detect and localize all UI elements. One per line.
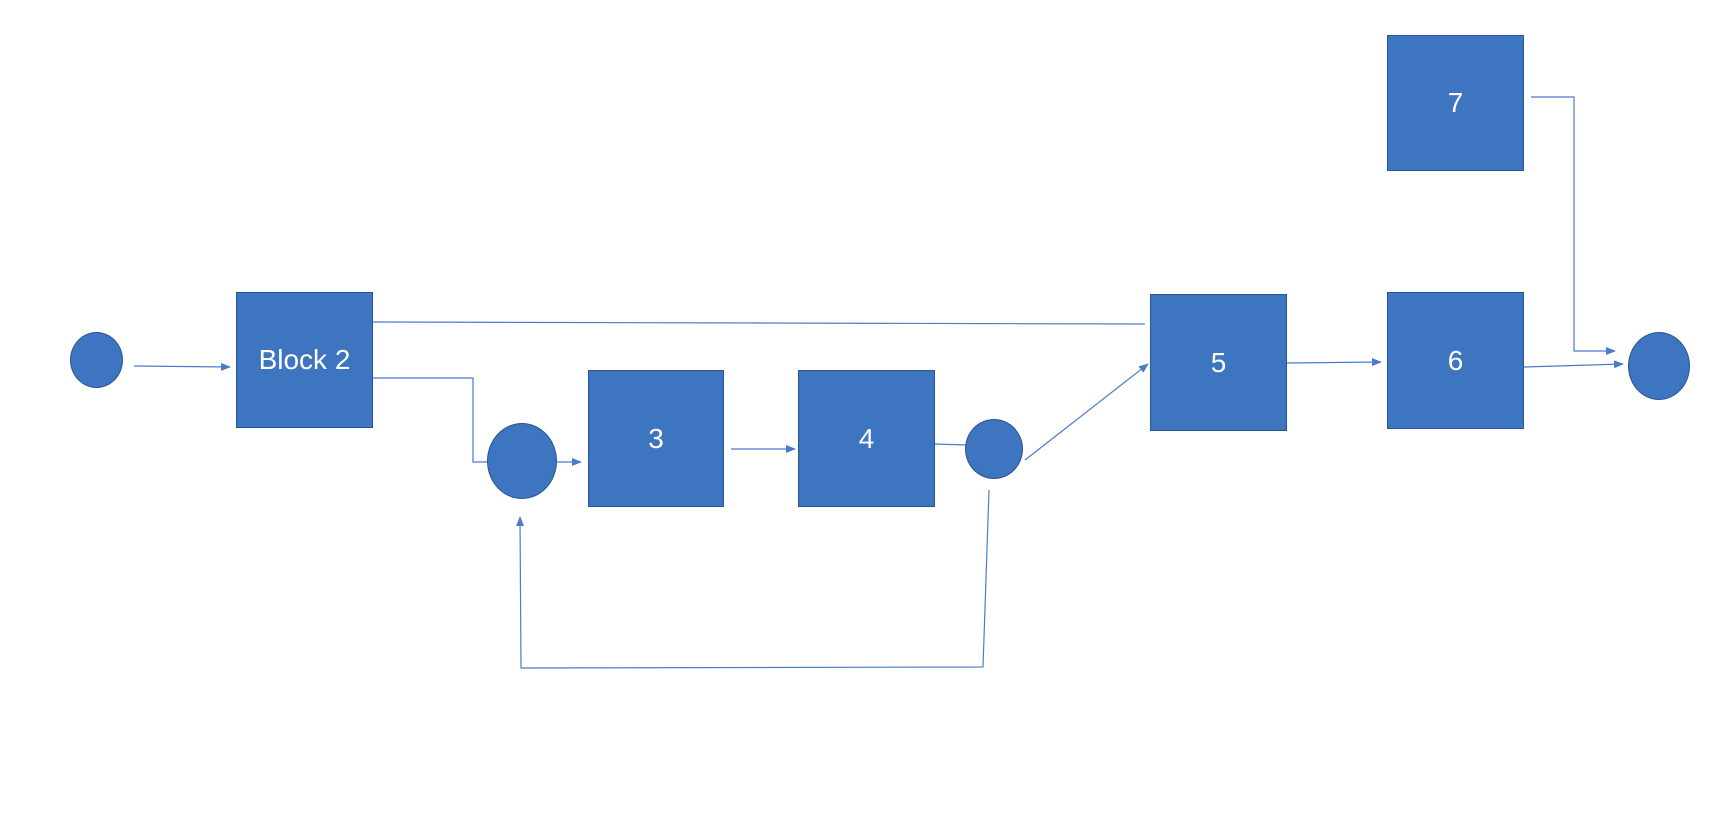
- wire-block4-to-branch-node: [934, 443, 968, 446]
- wire-block2-to-sum-node: [373, 377, 489, 463]
- block-2[interactable]: Block 2: [236, 292, 373, 428]
- wire-input-to-block2: [133, 362, 231, 371]
- wire-block2-to-block5: [372, 321, 1146, 325]
- branch-node[interactable]: [965, 419, 1023, 479]
- block-5[interactable]: 5: [1150, 294, 1287, 431]
- wire-block6-to-output-node: [1523, 360, 1624, 369]
- output-node[interactable]: [1628, 332, 1690, 400]
- wire-branch-node-to-block5: [1024, 363, 1149, 461]
- block-5-label: 5: [1210, 346, 1227, 378]
- summing-node[interactable]: [487, 423, 557, 499]
- block-4[interactable]: 4: [798, 370, 935, 507]
- block-6[interactable]: 6: [1387, 292, 1524, 429]
- wire-feedback-loop: [516, 489, 990, 669]
- wire-block7-to-output-node: [1531, 96, 1616, 355]
- wire-block5-to-block6: [1286, 358, 1382, 367]
- block-4-label: 4: [858, 422, 875, 454]
- input-node[interactable]: [70, 332, 123, 388]
- block-2-label: Block 2: [258, 344, 351, 375]
- block-7[interactable]: 7: [1387, 35, 1524, 171]
- block-7-label: 7: [1447, 87, 1464, 118]
- block-6-label: 6: [1447, 344, 1464, 376]
- block-3-label: 3: [648, 422, 664, 454]
- block-3[interactable]: 3: [588, 370, 724, 507]
